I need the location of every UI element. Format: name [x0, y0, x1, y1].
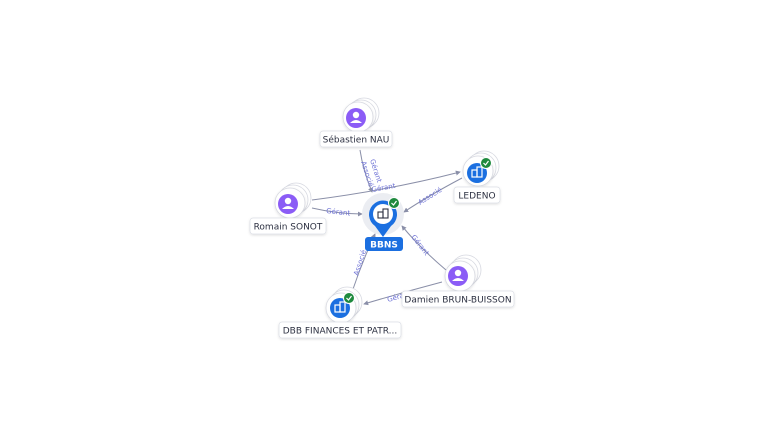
edge-romain-bbns[interactable]: Gérant — [311, 207, 363, 218]
check-icon — [388, 197, 400, 209]
center-node-label: BBNS — [370, 241, 398, 251]
node-label: DBB FINANCES ET PATR... — [283, 327, 398, 337]
check-icon — [343, 292, 355, 304]
node-romain-sonot[interactable]: Romain SONOT — [249, 182, 327, 235]
user-icon — [448, 266, 468, 286]
building-icon — [377, 208, 389, 219]
node-label: Sébastien NAU — [323, 135, 390, 146]
edge-label: Gérant — [326, 207, 351, 217]
check-icon — [480, 157, 492, 169]
node-dbb-finances[interactable]: DBB FINANCES ET PATR... — [278, 286, 402, 339]
edge-label: Gérant — [409, 233, 430, 257]
node-bbns-center[interactable]: BBNS — [362, 193, 404, 251]
node-damien-brun-buisson[interactable]: Damien BRUN-BUISSON — [401, 254, 515, 308]
edge-label: Associé — [352, 249, 368, 277]
edge-label: Associé — [417, 186, 444, 207]
user-icon — [278, 194, 298, 214]
node-sebastien-nau[interactable]: Sébastien NAU — [319, 97, 393, 148]
node-ledeno[interactable]: LEDENO — [453, 150, 501, 204]
building-icon — [330, 298, 350, 318]
user-icon — [346, 108, 366, 128]
edge-damien-bbns[interactable]: Gérant — [401, 225, 447, 271]
node-label: Damien BRUN-BUISSON — [404, 296, 511, 306]
building-icon — [467, 163, 487, 183]
node-label: LEDENO — [458, 192, 495, 202]
node-label: Romain SONOT — [254, 223, 323, 233]
